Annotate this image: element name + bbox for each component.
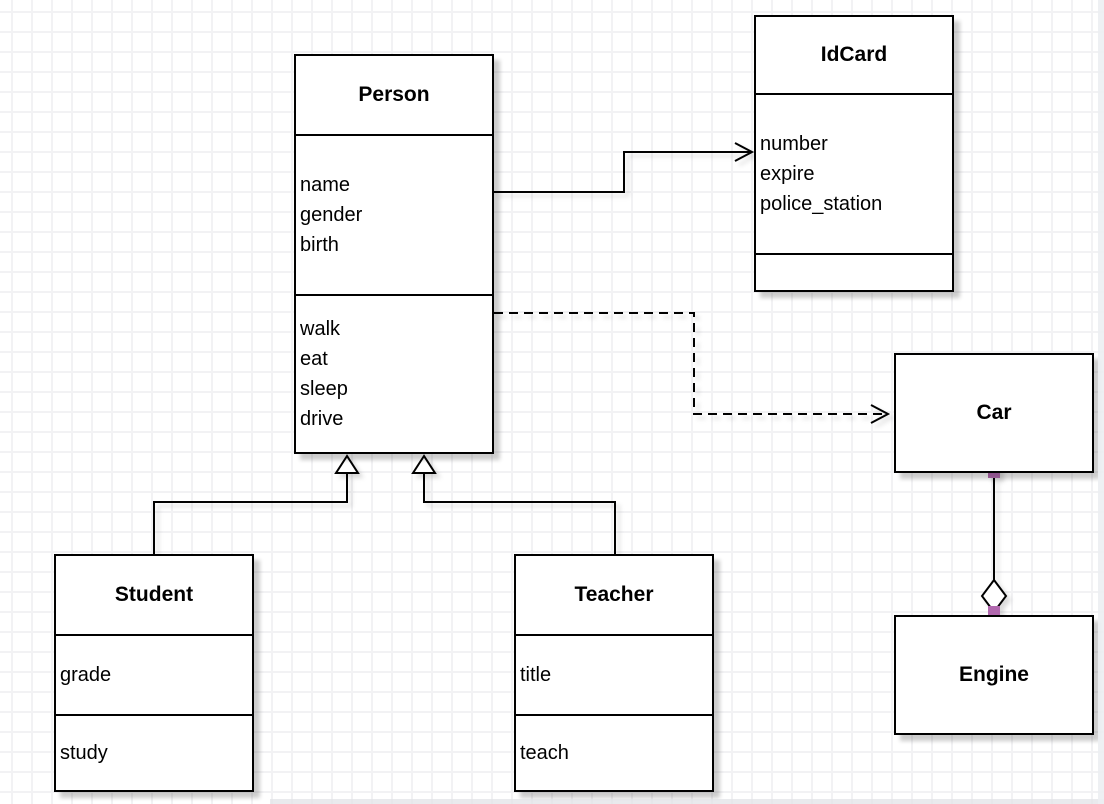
edge-person-car-dependency[interactable]: [494, 312, 891, 424]
method: walk: [300, 318, 341, 340]
class-idcard-methods: [756, 253, 952, 290]
class-teacher-attributes: title: [516, 634, 712, 714]
edge-person-idcard-association[interactable]: [494, 142, 755, 193]
attribute: title: [520, 664, 552, 686]
open-arrowhead-icon: [734, 142, 755, 162]
method: sleep: [300, 378, 348, 400]
class-student-methods: study: [56, 714, 252, 790]
class-person-attributes: name gender birth: [296, 134, 492, 294]
hollow-triangle-icon: [411, 454, 437, 474]
class-person-title: Person: [358, 83, 430, 106]
open-arrowhead-icon: [870, 404, 891, 424]
class-student-attributes: grade: [56, 634, 252, 714]
class-engine-title: Engine: [958, 663, 1029, 686]
edge-car-engine-aggregation[interactable]: [980, 466, 1008, 618]
class-engine[interactable]: Engine: [894, 615, 1094, 735]
method: teach: [520, 742, 569, 764]
class-idcard-title: IdCard: [820, 43, 888, 66]
attribute: gender: [300, 204, 363, 226]
class-car-title: Car: [976, 401, 1012, 424]
attribute: number: [760, 133, 828, 155]
class-person-methods: walk eat sleep drive: [296, 294, 492, 452]
class-student-title: Student: [114, 583, 194, 606]
class-student[interactable]: Student grade study: [54, 554, 254, 792]
method: study: [60, 742, 108, 764]
canvas-right-edge: [1098, 0, 1104, 804]
edge-student-person-generalization[interactable]: [153, 454, 360, 554]
class-idcard-attributes: number expire police_station: [756, 93, 952, 253]
attribute: police_station: [760, 193, 883, 215]
attribute: expire: [760, 163, 815, 185]
class-teacher-methods: teach: [516, 714, 712, 790]
class-car[interactable]: Car: [894, 353, 1094, 473]
method: drive: [300, 408, 344, 430]
attribute: name: [300, 174, 351, 196]
class-idcard[interactable]: IdCard number expire police_station: [754, 15, 954, 292]
hollow-triangle-icon: [334, 454, 360, 474]
attribute: grade: [60, 664, 112, 686]
edge-teacher-person-generalization[interactable]: [411, 454, 616, 554]
canvas-bottom-edge: [270, 799, 1104, 804]
class-teacher[interactable]: Teacher title teach: [514, 554, 714, 792]
method: eat: [300, 348, 328, 370]
attribute: birth: [300, 234, 339, 256]
class-teacher-title: Teacher: [574, 583, 654, 606]
class-person[interactable]: Person name gender birth walk eat sleep …: [294, 54, 494, 454]
